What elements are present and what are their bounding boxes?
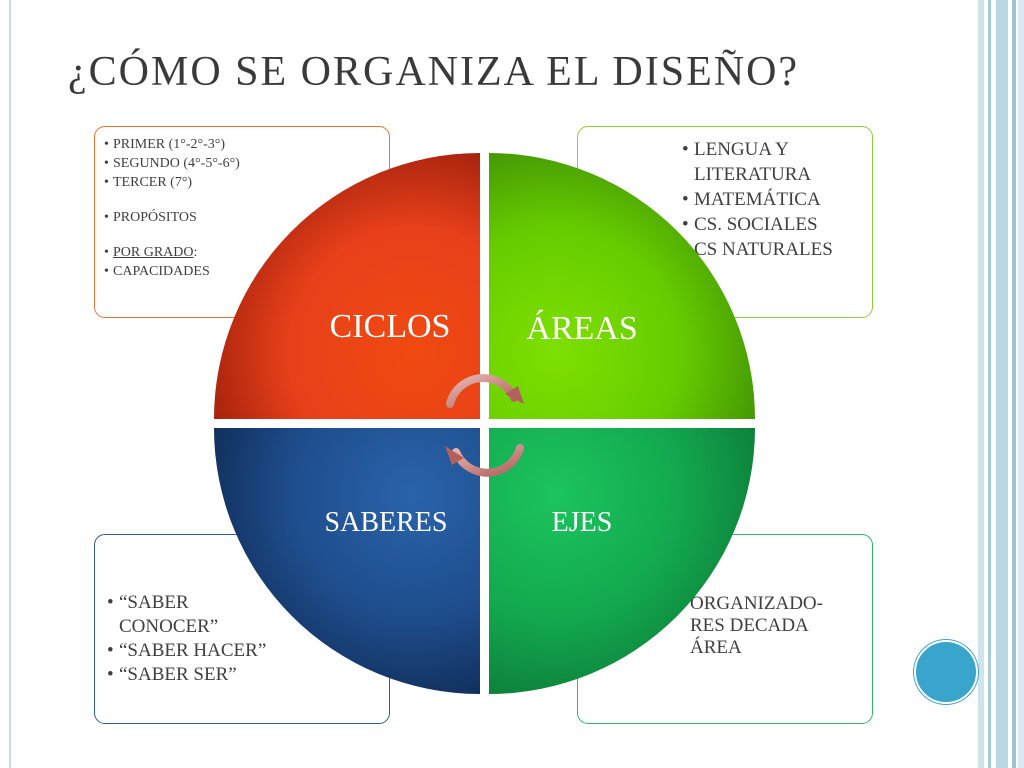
cycle-arrow-icon (445, 374, 524, 477)
list-item: POR GRADO: (104, 243, 240, 262)
quadrant-ejes (489, 428, 755, 694)
list-item: “SABER CONOCER” (107, 591, 239, 639)
ejes-description: ORGANIZADO- RES DECADA ÁREA (690, 593, 823, 658)
quadrant-areas (489, 153, 755, 419)
page-title: ¿CÓMO SE ORGANIZA EL DISEÑO? (68, 49, 800, 95)
quadrant-label-areas: ÁREAS (526, 310, 637, 347)
list-item: PROPÓSITOS (104, 208, 240, 227)
quadrant-saberes (214, 428, 480, 694)
right-decorative-stripes (978, 0, 1024, 768)
quadrant-label-saberes: SABERES (325, 507, 448, 538)
list-item: CAPACIDADES (104, 262, 240, 281)
list-item: “SABER SER” (107, 663, 266, 687)
left-border-line (9, 0, 11, 768)
quadrant-label-ejes: EJES (552, 507, 613, 538)
por-grado-text: POR GRADO (113, 245, 194, 260)
quadrant-label-ciclos: CICLOS (330, 308, 451, 345)
colon-text: : (193, 245, 198, 260)
list-item: LENGUA Y LITERATURA (682, 137, 844, 187)
quadrant-ciclos (214, 153, 480, 419)
list-item: TERCER (7°) (104, 173, 240, 192)
list-item: PRIMER (1°-2°-3°) (104, 135, 240, 154)
list-item: CS. SOCIALES (682, 212, 844, 237)
list-item: SEGUNDO (4°-5°-6°) (104, 154, 240, 173)
list-item: MATEMÁTICA (682, 187, 844, 212)
list-item: “SABER HACER” (107, 639, 266, 663)
decorative-circle (914, 640, 978, 704)
